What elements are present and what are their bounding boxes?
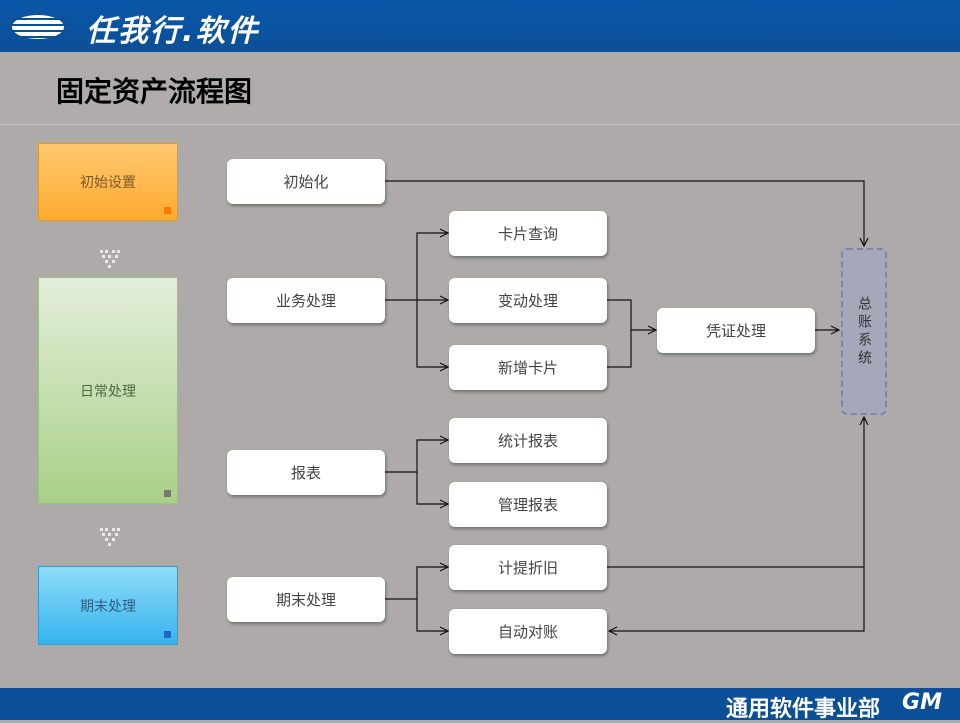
phase-label: 期末处理 — [80, 598, 136, 615]
connector-periodend-split — [385, 567, 448, 600]
connector-ledger-reconcile — [609, 567, 865, 631]
phase-daily-processing: 日常处理 — [38, 277, 178, 504]
corner-marker-icon — [164, 207, 171, 214]
connector-report-split — [385, 440, 448, 473]
connector-report-mgmt — [416, 472, 448, 504]
node-period-end[interactable]: 期末处理 — [227, 577, 385, 622]
connector-depreciation-ledger — [607, 417, 864, 568]
connector-change-voucher — [607, 299, 632, 368]
phase-label: 日常处理 — [80, 383, 136, 400]
phase-initial-setup: 初始设置 — [38, 143, 178, 221]
node-card-query[interactable]: 卡片查询 — [449, 211, 607, 256]
connector-business-split — [385, 233, 448, 301]
swoosh-logo-icon — [10, 15, 74, 39]
brand-logo-text: 任我行.软件 — [86, 14, 260, 49]
node-change-processing[interactable]: 变动处理 — [449, 278, 607, 323]
connector-init-ledger — [385, 180, 864, 246]
page-title: 固定资产流程图 — [56, 75, 253, 108]
node-statistics-report[interactable]: 统计报表 — [449, 418, 607, 463]
node-business-processing[interactable]: 业务处理 — [227, 278, 385, 323]
title-area: 固定资产流程图 — [0, 52, 960, 125]
node-auto-reconcile[interactable]: 自动对账 — [449, 609, 607, 654]
down-chevron-dots-icon — [100, 528, 120, 546]
node-initialize[interactable]: 初始化 — [227, 159, 385, 204]
header-bar: 任我行.软件 — [0, 0, 960, 52]
phase-period-end: 期末处理 — [38, 566, 178, 645]
node-management-report[interactable]: 管理报表 — [449, 482, 607, 527]
ledger-label: 总账系统 — [856, 295, 872, 368]
corner-marker-icon — [164, 631, 171, 638]
phase-label: 初始设置 — [80, 175, 136, 191]
node-voucher-processing[interactable]: 凭证处理 — [657, 308, 815, 353]
footer-logo: GM — [902, 690, 942, 715]
corner-marker-icon — [164, 490, 171, 497]
node-depreciation[interactable]: 计提折旧 — [449, 545, 607, 590]
footer-department: 通用软件事业部 — [725, 697, 880, 722]
node-report[interactable]: 报表 — [227, 450, 385, 495]
connector-periodend-reconcile — [416, 599, 448, 631]
down-chevron-dots-icon — [100, 250, 120, 268]
node-general-ledger[interactable]: 总账系统 — [841, 248, 887, 415]
footer-bar: 通用软件事业部 GM — [0, 688, 960, 722]
connector-business-new — [416, 300, 448, 367]
node-new-card[interactable]: 新增卡片 — [449, 345, 607, 390]
